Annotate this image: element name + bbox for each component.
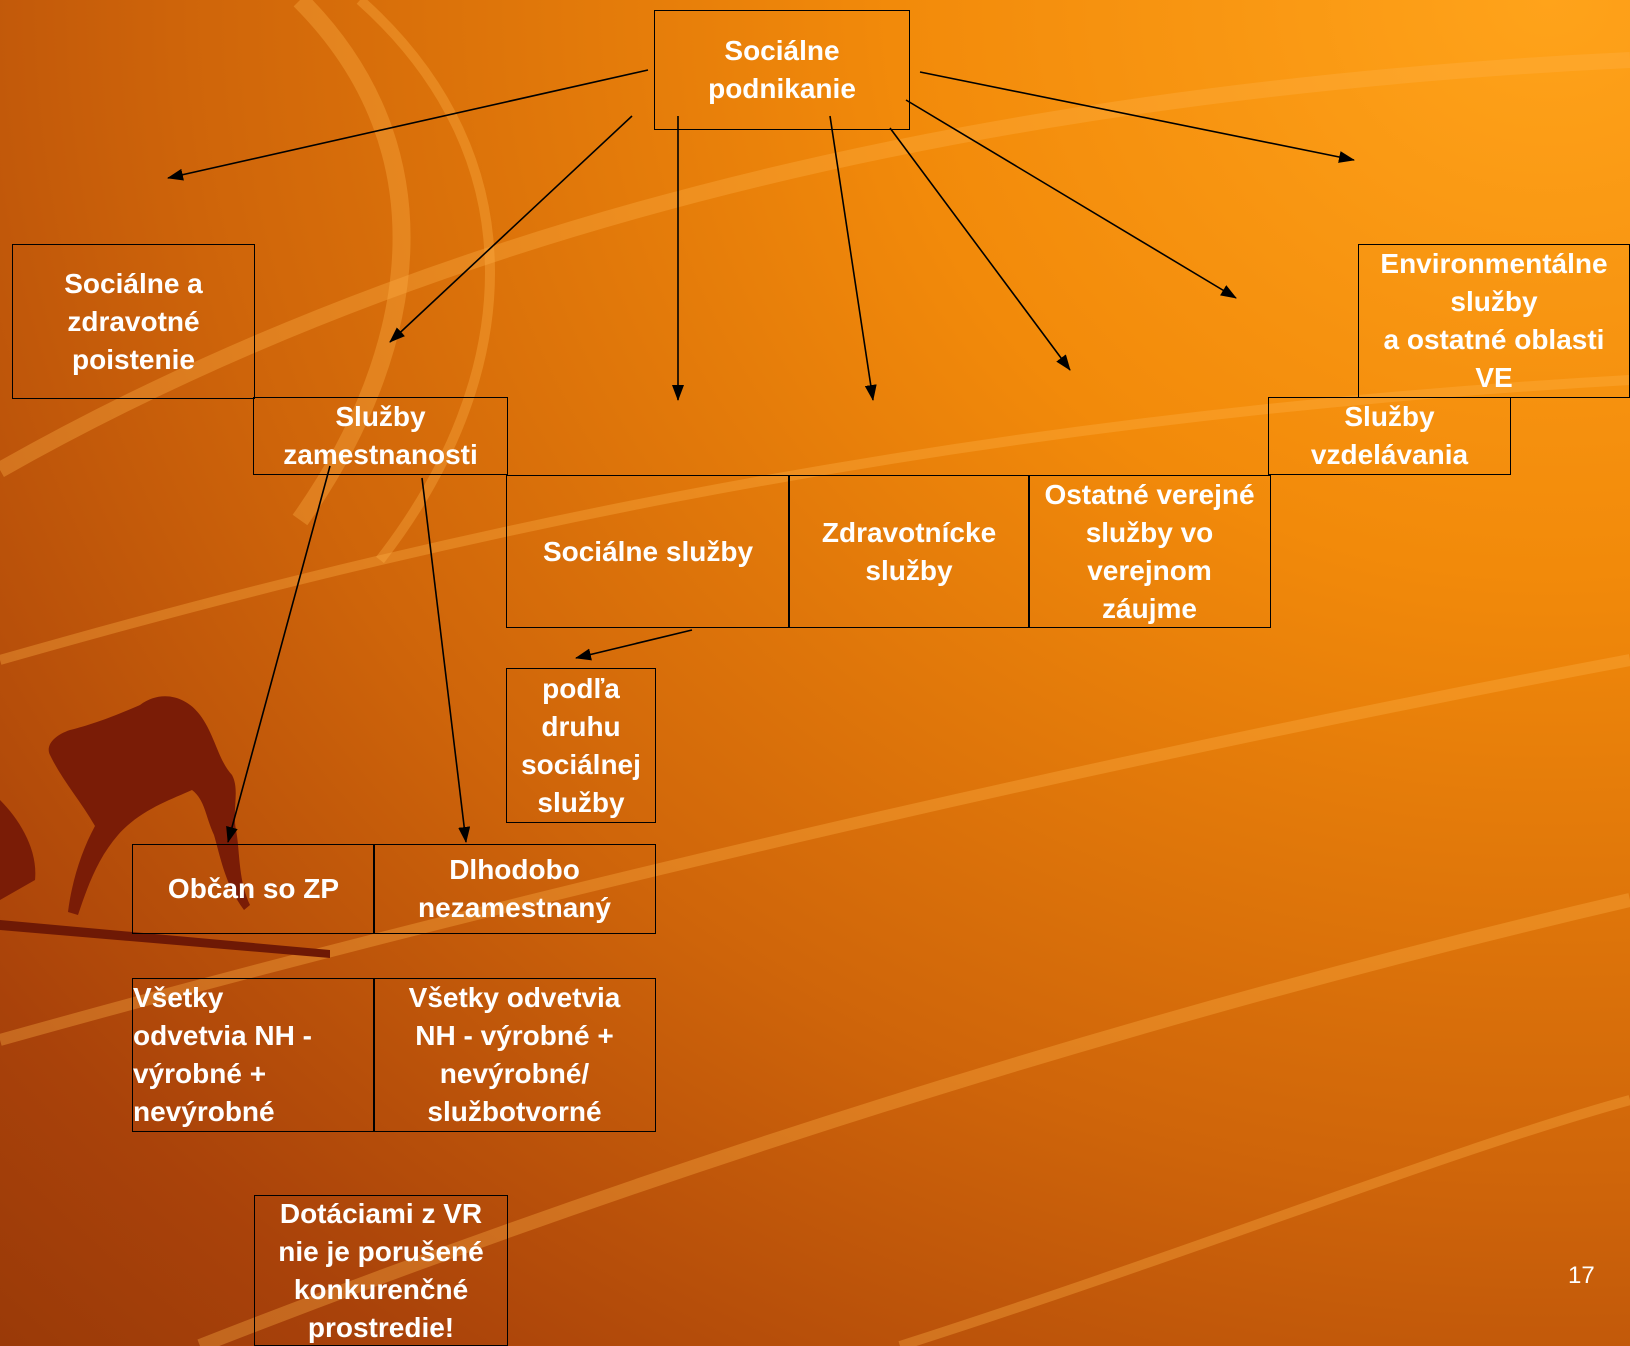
node-citizen-zp: Občan so ZP	[132, 844, 375, 934]
node-by-type: podľa druhu sociálnej služby	[506, 668, 656, 823]
node-all-sectors-left: Všetky odvetvia NH - výrobné + nevýrobné	[132, 978, 375, 1132]
runner-silhouette	[0, 696, 330, 958]
node-other-public: Ostatné verejné služby vo verejnom záujm…	[1028, 475, 1271, 628]
arrow-employment-to-long-unemployed	[421, 477, 471, 843]
arrow-root-to-education	[905, 99, 1237, 299]
arrow-root-to-health-services	[829, 115, 877, 401]
node-all-sectors-right: Všetky odvetvia NH - výrobné + nevýrobné…	[373, 978, 656, 1132]
node-education: Služby vzdelávania	[1268, 397, 1511, 475]
page-number: 17	[1568, 1262, 1595, 1289]
arrow-social-services-to-by-type	[575, 629, 693, 661]
arrow-root-to-insurance	[167, 69, 649, 181]
arrow-root-to-other-public	[889, 127, 1071, 371]
node-health-services: Zdravotnícke služby	[788, 475, 1030, 628]
arrow-employment-to-citizen-zp	[226, 465, 331, 843]
node-long-unemployed: Dlhodobo nezamestnaný	[373, 844, 656, 934]
node-environmental: Environmentálne služby a ostatné oblasti…	[1358, 244, 1630, 398]
node-employment: Služby zamestnanosti	[253, 397, 508, 475]
node-subsidies: Dotáciami z VR nie je porušené konkurenč…	[254, 1195, 508, 1346]
arrow-root-to-employment	[389, 115, 633, 343]
arrow-root-to-environmental	[919, 71, 1355, 163]
node-root: Sociálne podnikanie	[654, 10, 910, 130]
node-insurance: Sociálne a zdravotné poistenie	[12, 244, 255, 399]
node-social-services: Sociálne služby	[506, 475, 790, 628]
